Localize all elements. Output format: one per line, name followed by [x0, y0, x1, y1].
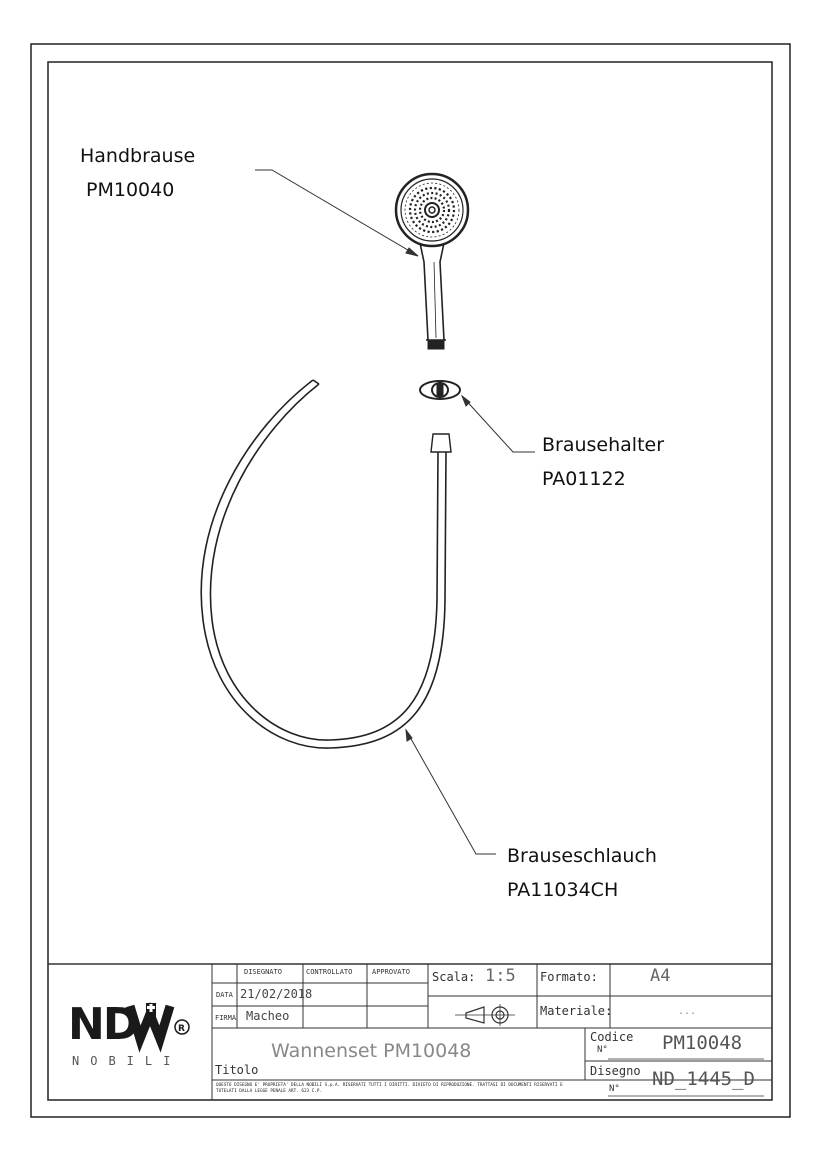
header-approvato: APPROVATO [372, 968, 410, 976]
titolo-value: Wannenset PM10048 [271, 1040, 472, 1062]
outer-border [30, 43, 791, 1118]
brauseschlauch-label: Brauseschlauch [507, 845, 657, 867]
firma-value: Macheo [246, 1009, 290, 1023]
header-disegnato: DISEGNATO [244, 968, 282, 976]
codice-n: N° [597, 1045, 608, 1055]
title-block-grid [48, 963, 772, 1100]
disclaimer-text: QUESTO DISEGNO E' PROPRIETA' DELLA NOBIL… [216, 1083, 563, 1094]
svg-text:R: R [178, 1024, 185, 1034]
scala-label: Scala: [432, 970, 476, 984]
handbrause-label: Handbrause [80, 145, 196, 167]
svg-text:ND: ND [68, 999, 138, 1050]
ndw-logo-icon: ND R [68, 999, 190, 1053]
inner-border [47, 61, 773, 1101]
formato-value: A4 [650, 966, 671, 986]
codice-value: PM10048 [662, 1032, 743, 1054]
disegno-n: N° [609, 1084, 620, 1094]
shower-hose-illustration [200, 379, 452, 749]
scala-value: 1:5 [485, 966, 516, 986]
header-controllato: CONTROLLATO [306, 968, 353, 976]
handbrause-code: PM10040 [86, 179, 175, 201]
firma-label: FIRMA [215, 1014, 237, 1022]
disegno-label: Disegno [590, 1064, 641, 1078]
projection-symbol-icon [455, 1004, 515, 1026]
data-label: DATA [216, 991, 233, 999]
materiale-label: Materiale: [540, 1004, 613, 1018]
data-value: 21/02/2018 [240, 987, 313, 1001]
formato-label: Formato: [540, 970, 598, 984]
logo-subtitle: NOBILI [72, 1054, 182, 1068]
brausehalter-label: Brausehalter [542, 434, 665, 456]
materiale-value: ... [678, 1006, 697, 1017]
titolo-label: Titolo [215, 1063, 259, 1077]
hand-shower-illustration [394, 172, 470, 350]
brauseschlauch-code: PA11034CH [507, 879, 619, 901]
disegno-value: ND_1445_D [652, 1068, 755, 1090]
codice-label: Codice [590, 1030, 634, 1044]
brausehalter-code: PA01122 [542, 468, 626, 490]
leader-lines [255, 169, 535, 855]
shower-holder-illustration [419, 380, 461, 400]
